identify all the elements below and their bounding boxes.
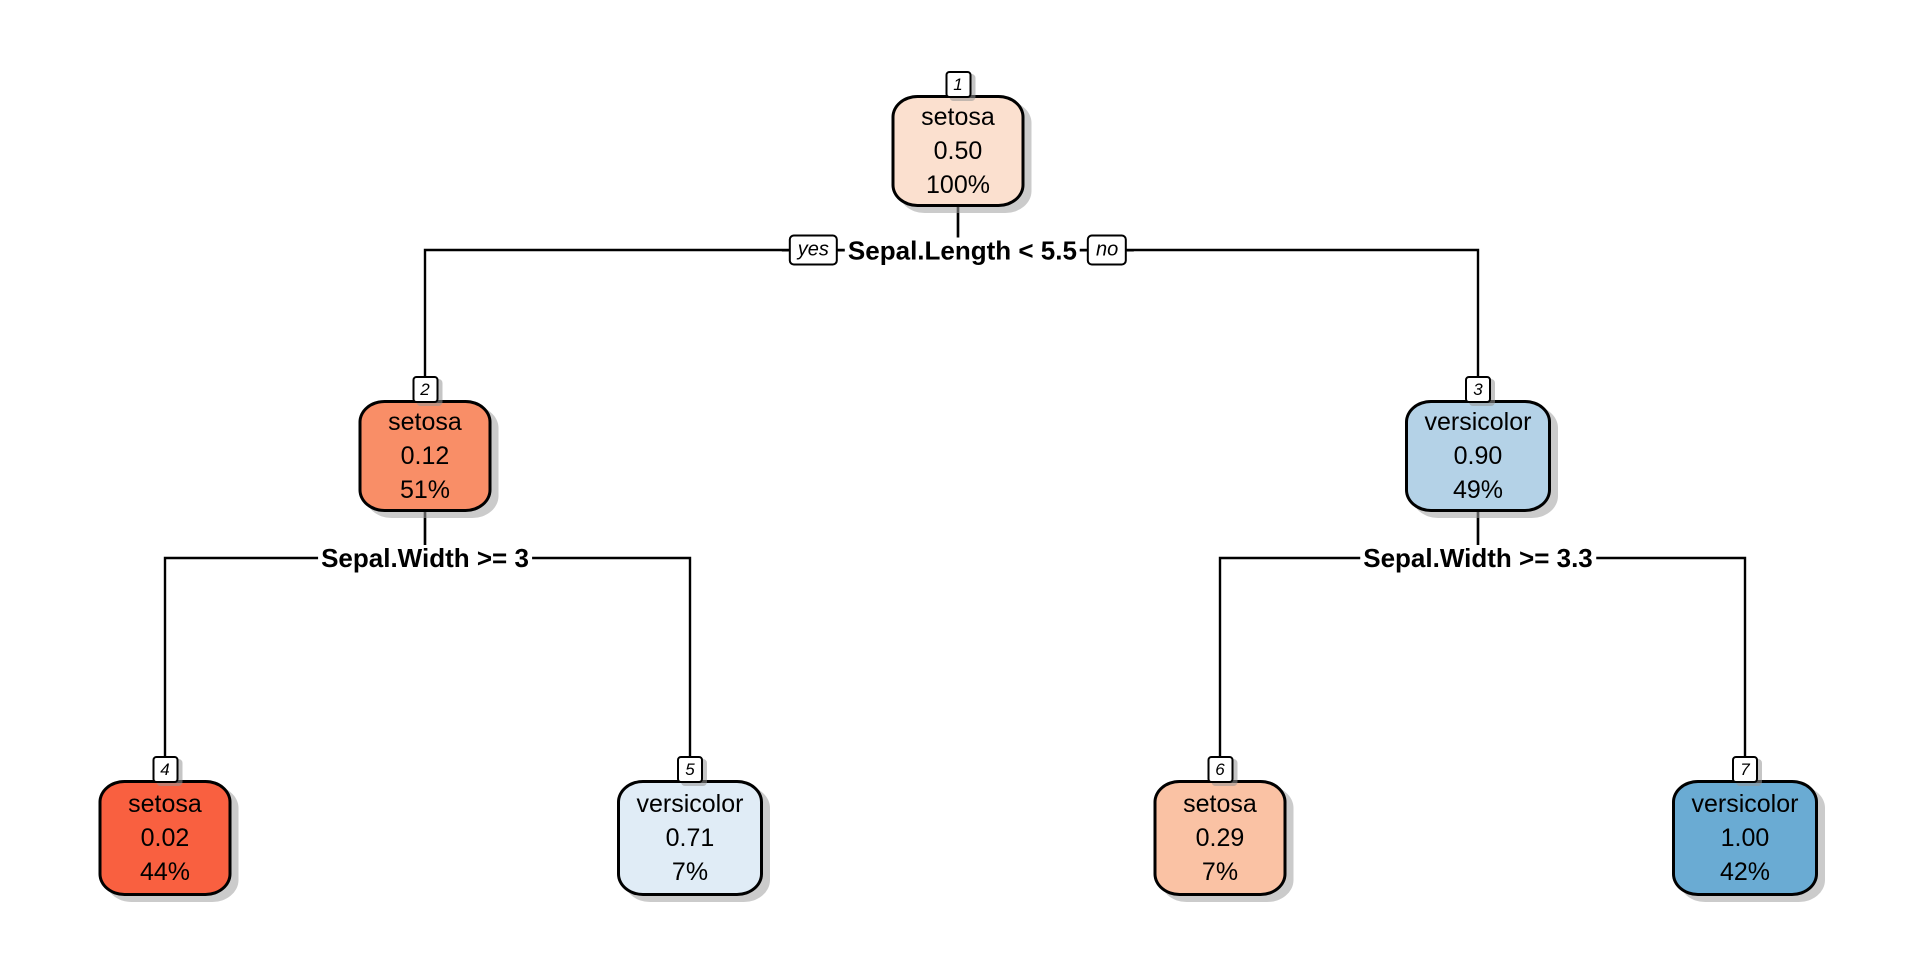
node-body: setosa 0.50 100% <box>891 95 1025 207</box>
node-label: setosa <box>388 408 462 436</box>
node-body: setosa 0.29 7% <box>1153 780 1287 896</box>
node-value: 0.50 <box>933 137 983 165</box>
node-number-badge: 3 <box>1465 376 1491 403</box>
node-label: setosa <box>1183 790 1257 818</box>
node-label: versicolor <box>1691 790 1799 818</box>
tree-node-6[interactable]: 6 setosa 0.29 7% <box>1153 756 1287 896</box>
node-number-badge: 4 <box>152 756 178 783</box>
split-connector-dash <box>1127 249 1135 251</box>
node-percent: 100% <box>926 171 990 199</box>
node-body: versicolor 1.00 42% <box>1672 780 1818 896</box>
split-connector-dash <box>837 249 845 251</box>
tree-node-3[interactable]: 3 versicolor 0.90 49% <box>1405 376 1551 512</box>
node-body: versicolor 0.90 49% <box>1405 400 1551 512</box>
node-number-badge: 7 <box>1732 756 1758 783</box>
node-percent: 7% <box>671 858 709 886</box>
split-condition-text: Sepal.Width >= 3.3 <box>1360 545 1596 571</box>
tree-edge-1-2 <box>423 207 960 376</box>
split-label-split-left: Sepal.Width >= 3 <box>318 545 532 571</box>
split-connector-dash <box>1079 249 1087 251</box>
node-value: 0.71 <box>665 824 715 852</box>
tree-node-1[interactable]: 1 setosa 0.50 100% <box>891 71 1025 207</box>
split-condition-text: Sepal.Length < 5.5 <box>844 237 1080 263</box>
node-label: setosa <box>921 103 995 131</box>
node-number-badge: 5 <box>677 756 703 783</box>
tree-node-7[interactable]: 7 versicolor 1.00 42% <box>1672 756 1818 896</box>
tree-node-5[interactable]: 5 versicolor 0.71 7% <box>617 756 763 896</box>
node-label: versicolor <box>636 790 744 818</box>
node-percent: 7% <box>1201 858 1239 886</box>
node-number-badge: 6 <box>1207 756 1233 783</box>
node-value: 1.00 <box>1720 824 1770 852</box>
node-value: 0.12 <box>400 442 450 470</box>
tree-edge-1-3 <box>956 207 1480 376</box>
node-percent: 49% <box>1452 476 1504 504</box>
split-label-split-right: Sepal.Width >= 3.3 <box>1360 545 1596 571</box>
split-no-box: no <box>1086 234 1128 266</box>
node-label: versicolor <box>1424 408 1532 436</box>
tree-node-2[interactable]: 2 setosa 0.12 51% <box>358 376 492 512</box>
tree-node-4[interactable]: 4 setosa 0.02 44% <box>98 756 232 896</box>
node-number-badge: 1 <box>945 71 971 98</box>
node-number-badge: 2 <box>412 376 438 403</box>
split-yes-box: yes <box>788 234 838 266</box>
node-body: versicolor 0.71 7% <box>617 780 763 896</box>
node-value: 0.02 <box>140 824 190 852</box>
node-value: 0.90 <box>1453 442 1503 470</box>
node-percent: 42% <box>1719 858 1771 886</box>
split-condition-text: Sepal.Width >= 3 <box>318 545 532 571</box>
node-percent: 51% <box>399 476 451 504</box>
node-body: setosa 0.12 51% <box>358 400 492 512</box>
node-label: setosa <box>128 790 202 818</box>
node-body: setosa 0.02 44% <box>98 780 232 896</box>
node-percent: 44% <box>139 858 191 886</box>
node-value: 0.29 <box>1195 824 1245 852</box>
split-connector-dash <box>781 249 789 251</box>
